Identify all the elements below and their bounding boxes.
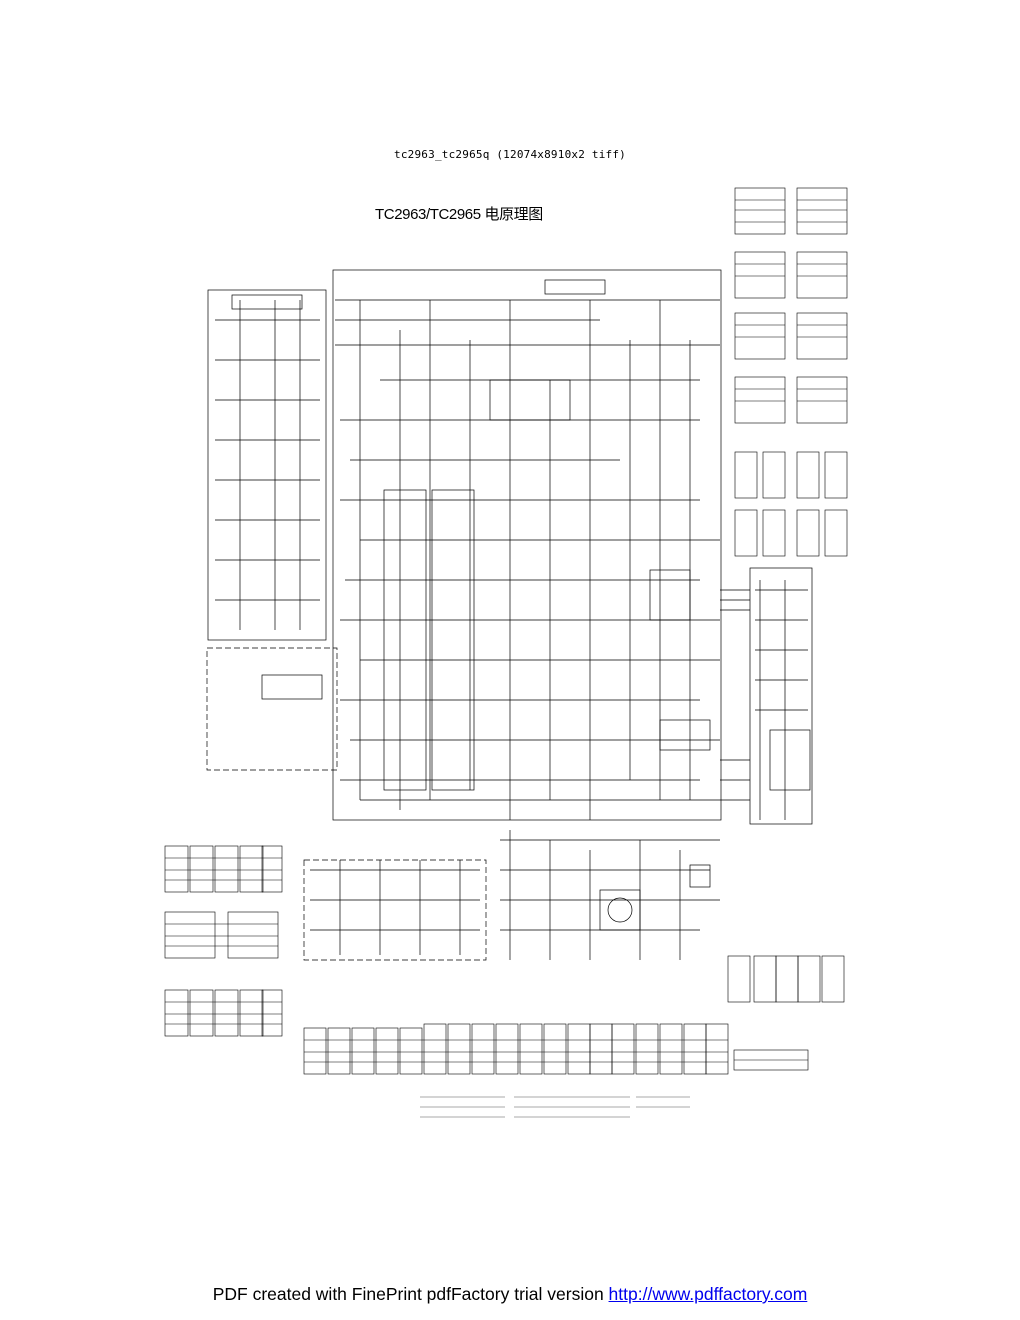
schematic-diagram bbox=[150, 180, 860, 1120]
waveform-tables-bottom bbox=[303, 1023, 809, 1075]
ic-deflection bbox=[489, 379, 571, 421]
tuner-section-outline bbox=[207, 289, 327, 641]
power-section-outline bbox=[206, 647, 338, 771]
schematic-drawing bbox=[164, 187, 848, 1118]
pdf-footer: PDF created with FinePrint pdfFactory tr… bbox=[0, 1284, 1020, 1305]
ic-main-processor bbox=[383, 489, 427, 791]
crt-board-outline bbox=[749, 567, 813, 825]
audio-section-outline bbox=[303, 859, 487, 961]
ic-memory bbox=[649, 569, 691, 621]
flyback-transformer bbox=[689, 864, 711, 888]
ic-audio-output bbox=[659, 719, 711, 751]
deflection-yoke bbox=[599, 889, 641, 931]
diagram-title: TC2963/TC2965 电原理图 bbox=[375, 206, 543, 223]
main-board-outline bbox=[332, 269, 722, 821]
ic-video-processor bbox=[431, 489, 475, 791]
connector-tuner bbox=[231, 294, 303, 310]
waveform-tables-right bbox=[727, 187, 848, 1003]
footer-text: PDF created with FinePrint pdfFactory tr… bbox=[212, 1284, 609, 1304]
crt-tube bbox=[769, 729, 811, 791]
ic-power bbox=[261, 674, 323, 700]
yoke-coil bbox=[607, 897, 633, 923]
file-caption: tc2963_tc2965q (12074x8910x2 tiff) bbox=[394, 148, 626, 161]
notes-block bbox=[420, 1096, 690, 1118]
waveform-tables-left bbox=[164, 845, 283, 1037]
pdffactory-link[interactable]: http://www.pdffactory.com bbox=[608, 1284, 808, 1304]
connector-top bbox=[544, 279, 606, 295]
